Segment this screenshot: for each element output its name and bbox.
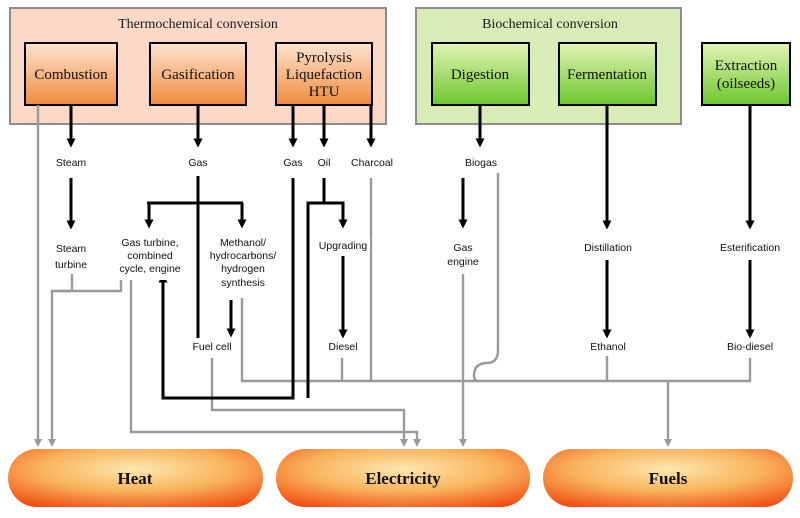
- gas-turbine-label-line1: Gas turbine,: [121, 237, 178, 249]
- steam-turbine-label-line2: turbine: [55, 259, 87, 271]
- thermochemical-group-title: Thermochemical conversion: [118, 17, 278, 32]
- distillation-label: Distillation: [584, 242, 632, 254]
- diesel-label: Diesel: [328, 341, 357, 353]
- oil-label: Oil: [318, 157, 331, 169]
- steam-label: Steam: [56, 157, 87, 169]
- extraction-box: [701, 42, 791, 106]
- gas-turbine-to-electricity-arrow: [129, 278, 421, 447]
- bio-diesel-label: Bio-diesel: [727, 341, 773, 353]
- biodiesel-to-fuels-line: [668, 358, 752, 383]
- combustion-label: Combustion: [34, 67, 108, 83]
- gas-turbine-label-line3: cycle, engine: [119, 263, 180, 275]
- gas-engine-label-line1: Gas: [453, 242, 472, 254]
- fuels-output: [543, 449, 793, 507]
- digestion-label: Digestion: [451, 67, 510, 83]
- digestion-box: [431, 42, 530, 106]
- biogas-to-fuels-line: [472, 173, 500, 383]
- pyrolysis-gas-label: Gas: [283, 157, 302, 169]
- oil-to-upgrading-arrow: [324, 201, 348, 229]
- steam-turbine-to-heat-arrow: [48, 274, 74, 447]
- intermediate-labels: Steam Gas Gas Oil Charcoal Biogas Steam …: [50, 152, 786, 356]
- oilseeds-label: (oilseeds): [717, 76, 775, 92]
- pyrolysis-gas-to-gasturbine-arrow: [158, 178, 295, 400]
- charcoal-label: Charcoal: [351, 157, 393, 169]
- heat-label: Heat: [118, 469, 153, 488]
- electricity-output: [276, 449, 530, 507]
- gray-connectors: [34, 105, 752, 447]
- biochemical-group-title: Biochemical conversion: [482, 17, 618, 32]
- oil-to-gasturbine-line: [306, 178, 326, 398]
- methanol-label-line1: Methanol/: [220, 237, 266, 249]
- htu-label: HTU: [309, 84, 340, 100]
- upgrading-label: Upgrading: [319, 240, 368, 252]
- gasification-box: [149, 42, 247, 106]
- methanol-label-line4: synthesis: [221, 277, 265, 289]
- steam-turbine-label-line1: Steam: [56, 243, 87, 255]
- fuels-label: Fuels: [649, 469, 688, 488]
- methanol-to-fuels-line: [240, 298, 672, 447]
- gasification-label: Gasification: [161, 67, 235, 83]
- ethanol-label: Ethanol: [590, 341, 626, 353]
- gas-turbine-label-line2: combined: [127, 250, 173, 262]
- fuel-cell-to-electricity-arrow: [210, 358, 408, 447]
- methanol-label-line2: hydrocarbons/: [210, 250, 277, 262]
- biogas-label: Biogas: [465, 157, 497, 169]
- heat-output: [8, 449, 263, 507]
- liquefaction-label: Liquefaction: [286, 67, 363, 83]
- black-connectors: [66, 105, 755, 400]
- fuel-cell-label: Fuel cell: [192, 341, 231, 353]
- gasification-gas-label: Gas: [188, 157, 207, 169]
- gas-turbine-to-heat-arrow: [58, 276, 123, 293]
- electricity-label: Electricity: [365, 469, 441, 488]
- pyrolysis-label: Pyrolysis: [296, 50, 352, 66]
- esterification-label: Esterification: [720, 242, 780, 254]
- methanol-label-line3: hydrogen: [221, 263, 265, 275]
- fermentation-label: Fermentation: [567, 67, 647, 83]
- gas-engine-label-line2: engine: [447, 256, 479, 268]
- extraction-label: Extraction: [715, 58, 778, 74]
